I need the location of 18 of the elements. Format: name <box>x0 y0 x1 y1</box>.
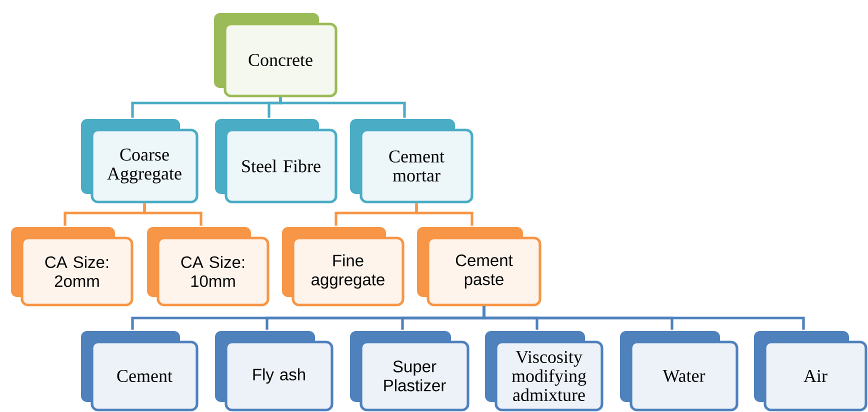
org-chart-box: Super Plastizer <box>350 331 470 412</box>
org-chart-box: Fine aggregate <box>282 227 404 306</box>
org-chart-box: Air <box>754 331 868 412</box>
org-chart-box: Cement mortar <box>350 119 474 204</box>
connector-line <box>279 97 406 118</box>
connector-line <box>415 203 474 226</box>
org-chart-box: Water <box>620 331 738 412</box>
org-chart-box: CA Size: 2omm <box>11 227 134 306</box>
org-chart-box: Cement <box>81 331 198 412</box>
org-chart-box: Concrete <box>214 13 338 98</box>
connector-line <box>143 203 202 226</box>
org-chart-box: Cement paste <box>417 227 542 306</box>
org-chart-box: CA Size: 10mm <box>147 227 270 306</box>
connector-line <box>482 306 805 330</box>
org-chart-box: Fly ash <box>215 331 334 412</box>
org-chart-box: Coarse Aggregate <box>81 119 198 204</box>
org-chart-box: Steel Fibre <box>215 119 338 204</box>
org-chart-box: Viscosity modifying admixture <box>485 331 604 412</box>
